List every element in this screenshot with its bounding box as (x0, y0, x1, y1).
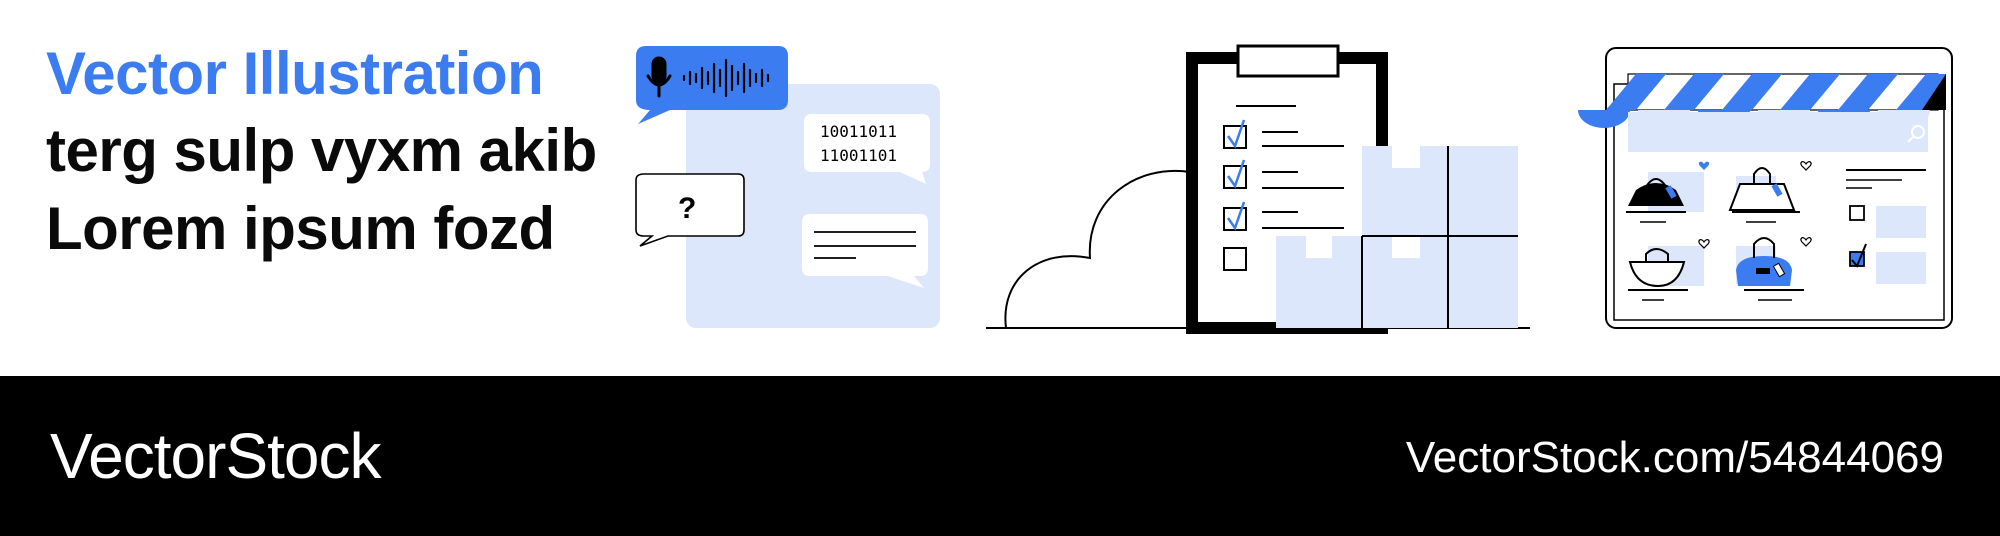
purse-icon (1628, 248, 1686, 288)
binary-message-bubble: 10011011 11001101 (804, 114, 930, 184)
checkbox-unchecked (1223, 247, 1247, 271)
handbag-icon (1628, 178, 1684, 206)
online-store-illustration (1578, 47, 1953, 329)
binary-line-2: 11001101 (820, 146, 897, 165)
filter-checkbox[interactable] (1849, 205, 1865, 221)
checkbox-checked (1223, 201, 1344, 231)
chat-illustration: 10011011 11001101 ? (635, 46, 940, 328)
heart-icon (1800, 161, 1812, 171)
binary-line-1: 10011011 (820, 122, 897, 141)
checkbox-checked (1223, 159, 1344, 189)
checklist (1223, 119, 1344, 271)
tote-bag-icon (1728, 167, 1796, 211)
waveform-icon (682, 58, 770, 98)
banner-area: Vector Illustration terg sulp vyxm akib … (46, 36, 1953, 334)
duffel-bag-icon (1736, 237, 1792, 286)
headline: Vector Illustration terg sulp vyxm akib … (46, 36, 606, 268)
headline-title: Vector Illustration (46, 40, 544, 107)
illustrations: 10011011 11001101 ? (635, 44, 1953, 334)
question-message-bubble: ? (635, 173, 745, 247)
heart-icon (1698, 239, 1710, 249)
brand-logo-text: VectorStock (50, 420, 381, 492)
cloud-shape (1004, 169, 1201, 329)
clipboard-illustration (986, 44, 1530, 334)
voice-message-bubble (636, 46, 788, 124)
store-awning (1578, 73, 1946, 152)
heart-icon-filled (1698, 161, 1710, 170)
text-message-bubble (802, 214, 928, 288)
product-grid (1626, 161, 1812, 301)
box-stack (1276, 146, 1518, 328)
footer-bar: VectorStock VectorStock.com/54844069 (0, 376, 2000, 536)
headline-subtitle: terg sulp vyxm akib Lorem ipsum fozd (46, 117, 597, 262)
heart-icon (1800, 237, 1812, 247)
search-icon (1907, 125, 1925, 143)
image-url: VectorStock.com/54844069 (1405, 433, 1944, 482)
question-mark: ? (678, 192, 696, 225)
store-search-bar[interactable] (1628, 112, 1928, 152)
filter-panel (1846, 169, 1926, 284)
clipboard-clip (1236, 44, 1340, 78)
checkbox-checked (1223, 119, 1344, 149)
microphone-icon (646, 56, 672, 98)
